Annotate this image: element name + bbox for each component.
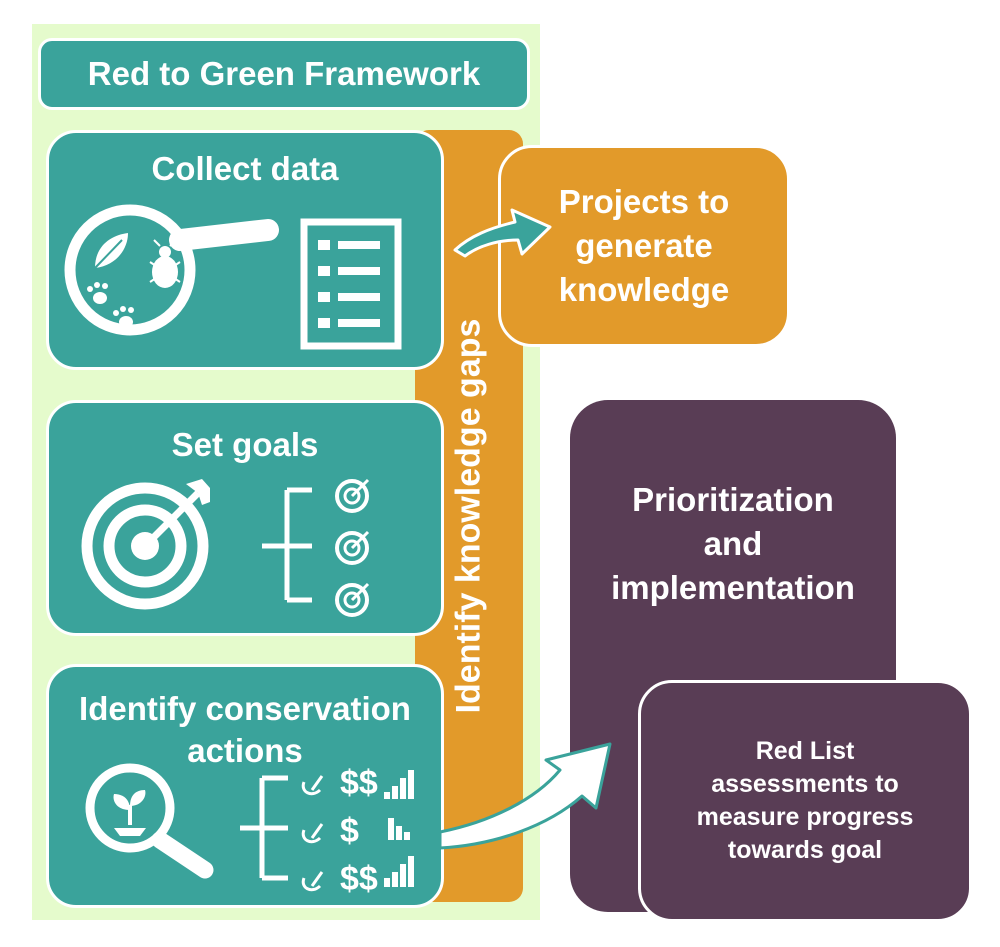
magnifier-seedling-icon: [85, 763, 214, 879]
collect-data-label: Collect data: [151, 150, 339, 187]
target-icon: [81, 479, 210, 610]
checklist-icon: [300, 218, 402, 350]
cost-label-3: $$: [340, 860, 378, 898]
prioritization-text: Prioritization and implementation: [570, 478, 896, 610]
arrow-to-red-list: [438, 742, 612, 850]
goals-bracket-icon: [262, 478, 370, 617]
arrow-to-projects: [453, 208, 552, 258]
red-list-line3: measure progress: [696, 803, 914, 831]
actions-bracket-icon: [240, 775, 324, 892]
projects-line2: generate: [575, 227, 713, 264]
set-goals-label: Set goals: [171, 426, 319, 463]
cost-label-2: $: [340, 812, 359, 850]
prioritization-line1: Prioritization: [632, 481, 834, 518]
projects-box: Projects to generate knowledge: [498, 145, 790, 347]
projects-line1: Projects to: [558, 183, 730, 220]
prioritization-line2: and: [703, 525, 763, 562]
set-goals-box: Set goals: [46, 400, 444, 636]
magnifier-wildlife-icon: [64, 204, 279, 336]
conservation-actions-label-line1: Identify conservation: [79, 690, 411, 727]
conservation-actions-box: Identify conservation actions: [46, 664, 444, 908]
red-list-box: Red List assessments to measure progress…: [638, 680, 972, 922]
red-list-line4: towards goal: [727, 836, 883, 864]
knowledge-gaps-label: Identify knowledge gaps: [449, 318, 488, 714]
projects-line3: knowledge: [558, 271, 730, 308]
cost-label-1: $$: [340, 764, 378, 802]
impact-bars-icon: [384, 770, 414, 887]
framework-title: Red to Green Framework: [38, 38, 530, 110]
red-list-line2: assessments to: [711, 770, 899, 798]
prioritization-line3: implementation: [611, 569, 855, 606]
red-list-line1: Red List: [755, 737, 855, 765]
conservation-actions-label-line2: actions: [187, 732, 303, 769]
